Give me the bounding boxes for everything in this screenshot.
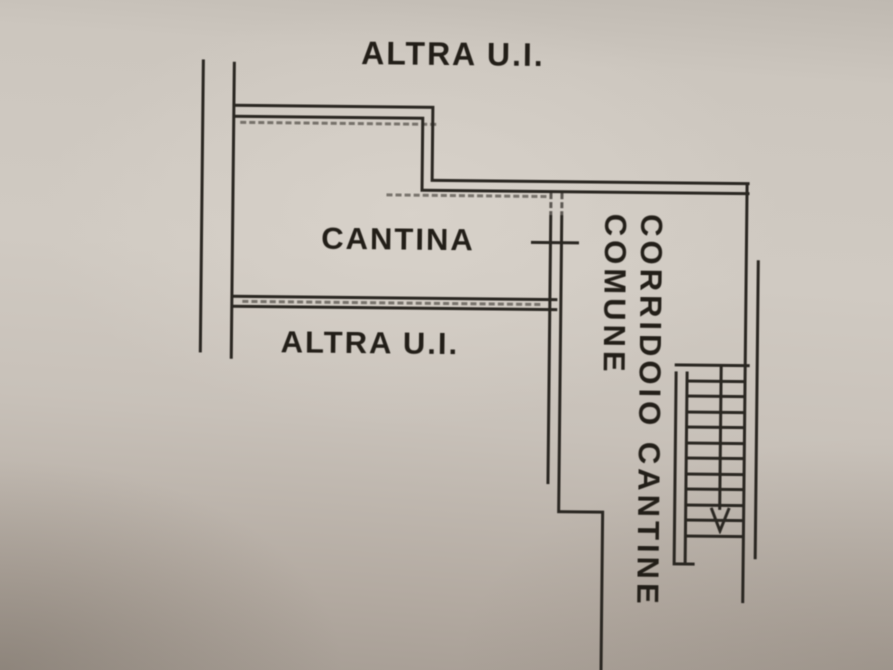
- wall-step-inner-vertical: [420, 116, 425, 192]
- wall-right-outer: [741, 184, 749, 604]
- staircase: [4, 0, 893, 566]
- stair-tread: [687, 425, 746, 430]
- stair-tread: [686, 441, 745, 445]
- wall-top-hatch: [240, 120, 437, 126]
- stair-tread: [686, 456, 745, 461]
- wall-top-upper: [232, 103, 435, 109]
- stair-tread: [687, 379, 746, 383]
- wall-top-lower: [232, 114, 425, 120]
- stair-down-arrow-icon: [709, 507, 731, 535]
- label-corridoio-line2: COMUNE: [596, 213, 634, 376]
- stair-stringer-foot: [672, 562, 695, 566]
- stair-tread: [687, 410, 746, 414]
- corridor-door-gap-outer: [549, 193, 553, 218]
- label-cantina: CANTINA: [321, 220, 475, 258]
- wall-mid-upper: [430, 178, 750, 186]
- wall-cantina-bottom-lower: [233, 304, 558, 312]
- wall-corridor-left-inner: [557, 215, 564, 512]
- door-tick-mark: [530, 240, 579, 245]
- wall-right-inner: [753, 260, 760, 560]
- wall-mid-hatch: [386, 193, 547, 199]
- stair-treads: [4, 0, 893, 538]
- stair-tread: [687, 394, 746, 399]
- label-corridoio-line1: CORRIDOIO CANTINE: [630, 213, 670, 608]
- stair-tread: [685, 534, 744, 538]
- wall-corridor-left-outer: [546, 215, 553, 485]
- corridor-door-gap-inner: [560, 193, 564, 218]
- stair-tread: [686, 487, 745, 492]
- label-altra-ui-top: ALTRA U.I.: [360, 35, 545, 74]
- wall-step-outer-vertical: [430, 105, 435, 182]
- wall-corridor-step: [557, 510, 605, 514]
- wall-left-outer: [198, 59, 205, 353]
- stair-top-tread: [674, 363, 750, 368]
- label-altra-ui-left: ALTRA U.I.: [280, 324, 460, 362]
- stair-tread: [686, 472, 745, 476]
- stair-stringer-outer: [672, 371, 678, 566]
